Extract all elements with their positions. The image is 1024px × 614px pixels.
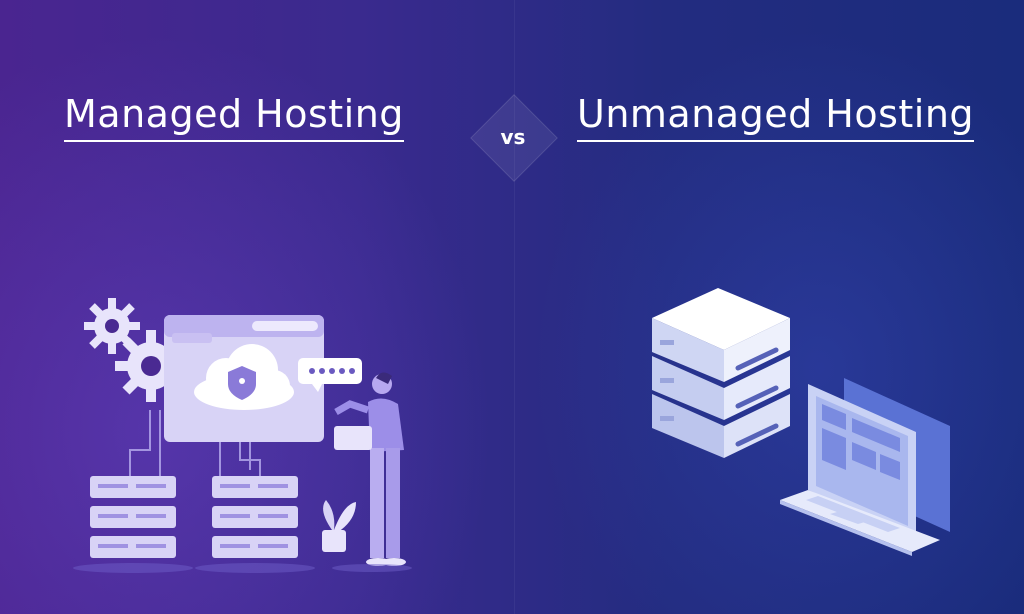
- laptop-icon: [780, 378, 950, 556]
- gear-icon: [115, 330, 187, 402]
- server-rack-icon: [195, 476, 315, 573]
- network-lines: [129, 410, 261, 478]
- password-bubble-icon: [298, 358, 362, 392]
- vs-label: vs: [500, 125, 526, 149]
- unmanaged-hosting-underline: [577, 140, 975, 142]
- panel-divider: [514, 0, 515, 614]
- server-stack-icon: [652, 288, 790, 458]
- managed-hosting-heading: Managed Hosting: [64, 92, 404, 142]
- plant-icon: [322, 500, 356, 552]
- person-icon: [332, 372, 412, 572]
- managed-hosting-underline: [64, 140, 404, 142]
- shield-icon: [228, 366, 256, 400]
- unmanaged-hosting-label: Unmanaged Hosting: [577, 92, 975, 136]
- gear-icon: [84, 298, 140, 354]
- managed-hosting-label: Managed Hosting: [64, 92, 404, 136]
- server-rack-icon: [73, 476, 193, 573]
- unmanaged-hosting-heading: Unmanaged Hosting: [577, 92, 975, 142]
